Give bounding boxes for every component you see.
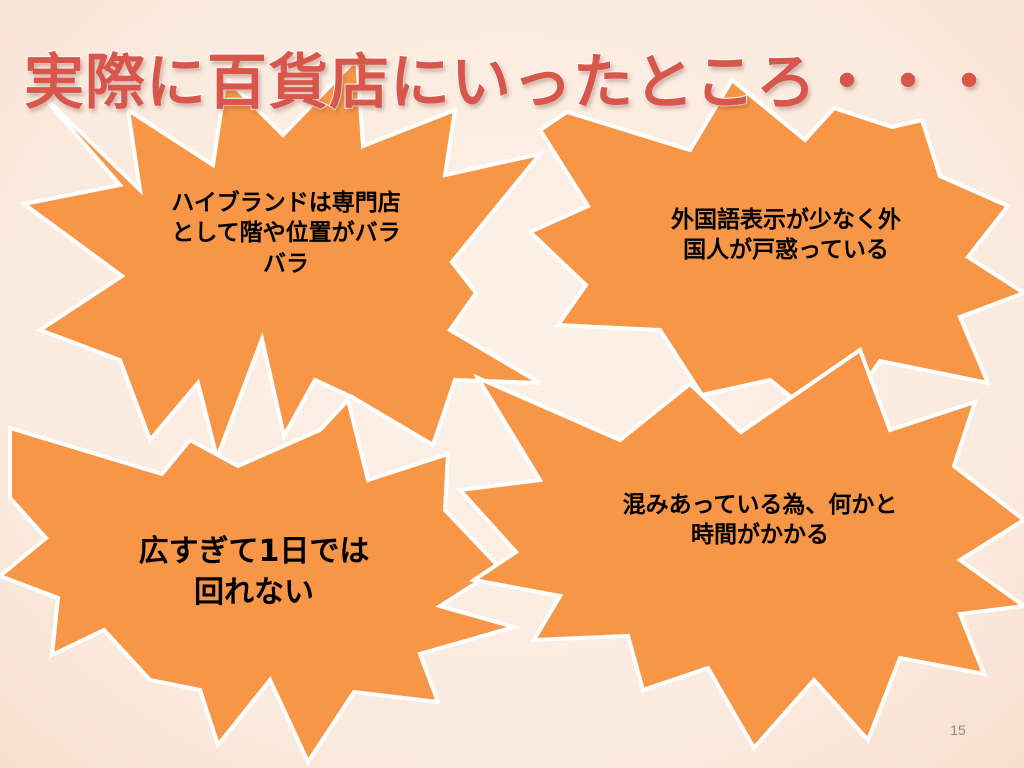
starburst-shape-4	[455, 346, 1024, 752]
starburst-shape-2	[526, 76, 1024, 433]
starburst-text-line: バラ	[263, 250, 309, 277]
starburst-text-3: 広すぎて1日では 回れない	[104, 532, 404, 613]
starburst-text-1: ハイブランドは専門店 として階や位置がバラ バラ	[136, 188, 436, 279]
starburst-text-line: 回れない	[194, 574, 314, 610]
slide-title: 実際に百貨店にいったところ・・・	[23, 47, 1000, 119]
starburst-text-line: 時間がかかる	[691, 522, 829, 549]
starburst-shape-3	[0, 395, 522, 767]
starburst-shape-1	[19, 53, 546, 465]
starburst-text-line: 広すぎて1日では	[138, 534, 370, 569]
starburst-text-line: として階や位置がバラ	[171, 220, 401, 247]
starburst-text-line: 国人が戸惑っている	[683, 237, 889, 264]
starburst-text-line: 外国語表示が少なく外	[671, 207, 901, 233]
starburst-text-4: 混みあっている為、何かと 時間がかかる	[590, 490, 930, 551]
starburst-text-2: 外国語表示が少なく外 国人が戸惑っている	[626, 205, 946, 266]
slide-number: 15	[950, 722, 966, 738]
starburst-text-line: 混みあっている為、何かと	[622, 492, 898, 518]
starburst-text-line: ハイブランドは専門店	[171, 190, 401, 216]
